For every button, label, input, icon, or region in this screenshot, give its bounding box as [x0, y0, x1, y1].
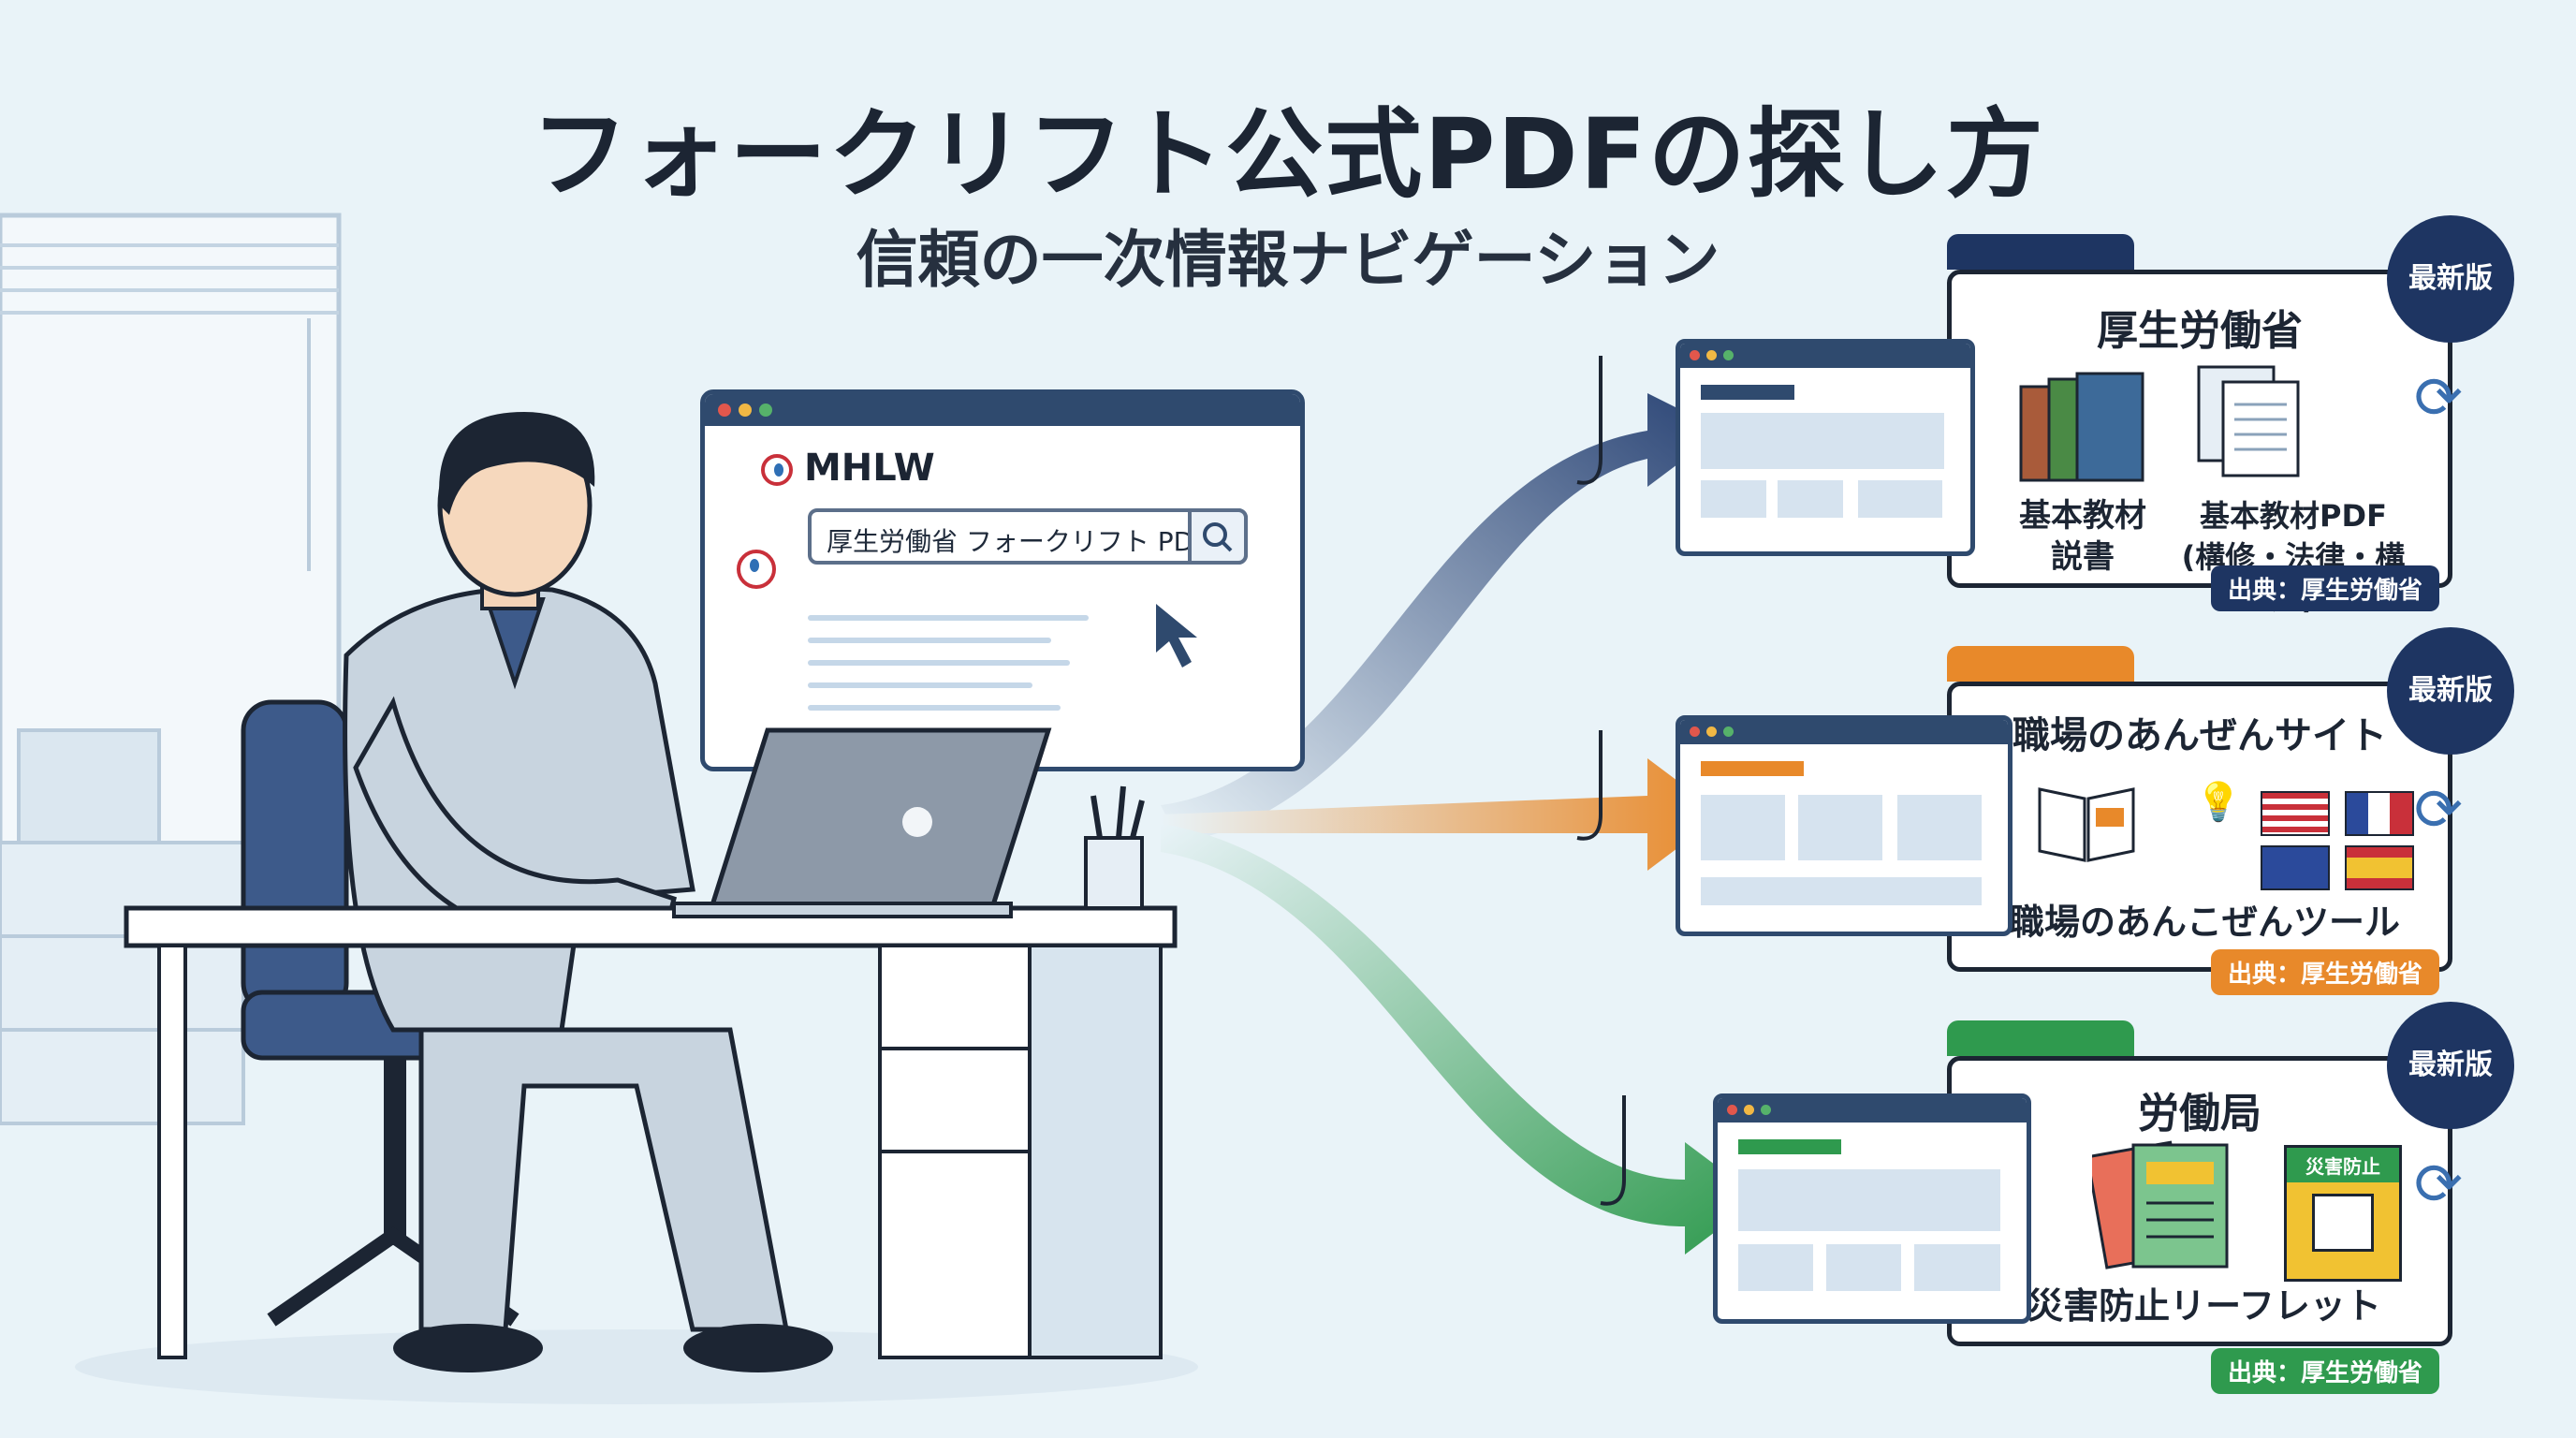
mhlw-logo-icon: [761, 454, 793, 486]
latest-version-badge: 最新版: [2387, 627, 2514, 755]
minimize-dot-icon: [739, 404, 752, 417]
latest-version-badge: 最新版: [2387, 1002, 2514, 1129]
mhlw-card-body: 厚生労働省 基本教材 説書 基本教材PDF (構修・法律・構造): [1947, 270, 2452, 616]
search-browser-window: MHLW 厚生労働省 フォークリフト PDF: [700, 389, 1305, 771]
result-line[interactable]: [808, 660, 1070, 666]
search-button[interactable]: [1188, 508, 1248, 565]
item-label: 基本教材 説書: [2019, 497, 2146, 576]
lightbulb-icon: 💡: [2195, 781, 2242, 824]
leaflets-icon: [2092, 1140, 2229, 1269]
navigation-arrows: [1161, 356, 1760, 1255]
cursor-icon: [1156, 604, 1197, 668]
card-title: 労働局: [2138, 1090, 2261, 1137]
pdf-documents-icon: [2197, 365, 2300, 477]
refresh-icon[interactable]: ⟳: [2414, 775, 2463, 844]
site-header: MHLW: [761, 447, 935, 490]
refresh-icon[interactable]: ⟳: [2414, 1150, 2463, 1218]
uk-flag-icon[interactable]: [2261, 845, 2330, 890]
result-line[interactable]: [808, 682, 1032, 688]
search-query-text: 厚生労働省 フォークリフト PDF: [827, 526, 1209, 557]
arrow-to-roudoukyoku: [1161, 824, 1760, 1255]
refresh-icon[interactable]: ⟳: [2414, 363, 2463, 432]
item-label: 災害防止リーフレット: [2027, 1285, 2381, 1327]
worker-at-desk-illustration: [124, 412, 1178, 1372]
folder-tab: [1947, 646, 2134, 682]
latest-version-badge: 最新版: [2387, 215, 2514, 343]
item-label: 職場のあんこぜんツール: [2008, 902, 2400, 943]
site-name: MHLW: [804, 447, 935, 490]
folder-tab: [1947, 234, 2134, 270]
roudoukyoku-card[interactable]: 労働局 災害防止 災害防止リーフレット 出典：厚生労働省 最新版 ⟳: [1947, 1002, 2514, 1395]
page-subtitle: 信頼の一次情報ナビゲーション: [856, 224, 1720, 296]
browser-titlebar: [705, 394, 1300, 426]
result-line[interactable]: [808, 705, 1061, 711]
book-icon: [2038, 787, 2135, 862]
mhlw-site-preview[interactable]: [1676, 339, 1975, 556]
us-flag-icon[interactable]: [2261, 791, 2330, 836]
anzen-site-card[interactable]: 職場のあんぜんサイト 💡 職場のあんこぜんツール 出典：厚生労働省 最新版 ⟳: [1947, 627, 2514, 1002]
search-icon: [1203, 522, 1233, 552]
card-title: 厚生労働省: [2097, 307, 2303, 355]
roudoukyoku-card-body: 労働局 災害防止 災害防止リーフレット: [1947, 1056, 2452, 1346]
source-badge: 出典：厚生労働省: [2210, 949, 2439, 995]
books-icon: [2019, 372, 2144, 482]
safety-poster-icon: 災害防止: [2284, 1145, 2402, 1282]
mhlw-logo-icon: [737, 550, 776, 589]
spain-flag-icon[interactable]: [2345, 845, 2414, 890]
forklift-icon: [2312, 1194, 2374, 1252]
arrow-to-anzen: [1161, 758, 1722, 871]
anzen-card-body: 職場のあんぜんサイト 💡 職場のあんこぜんツール: [1947, 682, 2452, 972]
folder-tab: [1947, 1020, 2134, 1056]
poster-title: 災害防止: [2287, 1148, 2399, 1182]
roudoukyoku-site-preview[interactable]: [1713, 1093, 2031, 1324]
arrow-to-mhlw: [1161, 393, 1722, 843]
close-dot-icon: [718, 404, 731, 417]
maximize-dot-icon: [759, 404, 772, 417]
card-title: 職場のあんぜんサイト: [2012, 714, 2387, 757]
page-title: フォークリフト公式PDFの探し方: [531, 97, 2045, 212]
result-line[interactable]: [808, 615, 1089, 621]
source-badge: 出典：厚生労働省: [2210, 565, 2439, 611]
anzen-site-preview[interactable]: [1676, 715, 2012, 936]
mhlw-card[interactable]: 厚生労働省 基本教材 説書 基本教材PDF (構修・法律・構造) 出典：厚生労働…: [1947, 215, 2514, 616]
source-badge: 出典：厚生労働省: [2210, 1348, 2439, 1394]
search-input[interactable]: 厚生労働省 フォークリフト PDF: [808, 508, 1248, 565]
france-flag-icon[interactable]: [2345, 791, 2414, 836]
result-line[interactable]: [808, 638, 1051, 643]
